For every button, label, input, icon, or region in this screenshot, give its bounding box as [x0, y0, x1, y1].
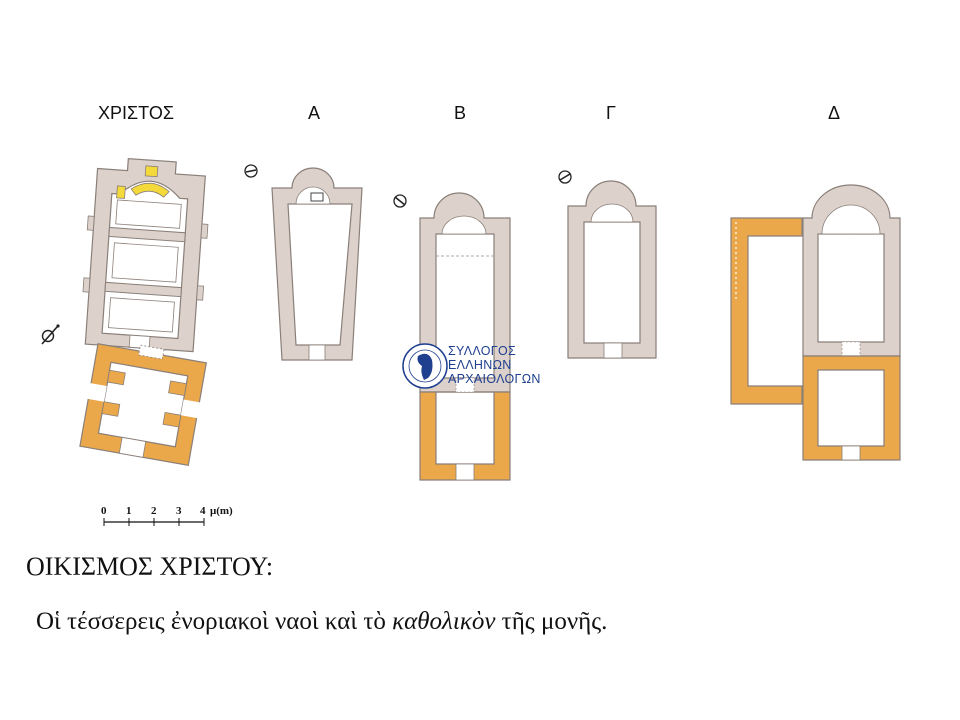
plan-a	[244, 164, 363, 361]
caption-part-2: τῆς μονῆς.	[495, 608, 608, 635]
caption-part-1: Οἱ τέσσερεις ἐνοριακοὶ ναοὶ καὶ τὸ	[36, 608, 393, 635]
caption-emphasis: καθολικὸν	[392, 608, 496, 635]
north-arrow-icon	[41, 324, 60, 345]
scale-tick-4: 4	[200, 505, 206, 517]
plan-d	[730, 184, 901, 461]
logo-line-3: ΑΡΧΑΙΟΛΟΓΩΝ	[448, 372, 541, 386]
scale-bar	[103, 518, 205, 526]
scale-tick-1: 1	[126, 505, 132, 517]
scale-tick-2: 2	[151, 505, 157, 517]
scale-tick-3: 3	[176, 505, 182, 517]
logo-text: ΣΥΛΛΟΓΟΣ ΕΛΛΗΝΩΝ ΑΡΧΑΙΟΛΟΓΩΝ	[448, 344, 541, 386]
plan-label-a: Α	[307, 103, 321, 123]
association-logo	[402, 343, 448, 389]
plan-label-b: Β	[453, 103, 467, 123]
plan-g	[558, 170, 657, 359]
scale-tick-0: 0	[101, 505, 107, 517]
scale-unit: μ(m)	[210, 505, 233, 517]
slide-heading: ΟΙΚΙΣΜΟΣ ΧΡΙΣΤΟΥ:	[26, 552, 274, 581]
slide-caption: Οἱ τέσσερεις ἐνοριακοὶ ναοὶ καὶ τὸ καθολ…	[36, 608, 607, 636]
north-arrow-icon	[393, 194, 407, 208]
plan-label-d: Δ	[827, 103, 841, 123]
plan-b	[393, 192, 511, 481]
north-arrow-icon	[558, 170, 572, 184]
plan-label-g: Γ	[606, 103, 616, 123]
north-arrow-icon	[244, 164, 258, 178]
plan-label-christos: ΧΡΙΣΤΟΣ	[98, 103, 174, 123]
logo-line-2: ΕΛΛΗΝΩΝ	[448, 358, 512, 372]
logo-line-1: ΣΥΛΛΟΓΟΣ	[448, 344, 517, 358]
plan-christos	[41, 157, 209, 466]
